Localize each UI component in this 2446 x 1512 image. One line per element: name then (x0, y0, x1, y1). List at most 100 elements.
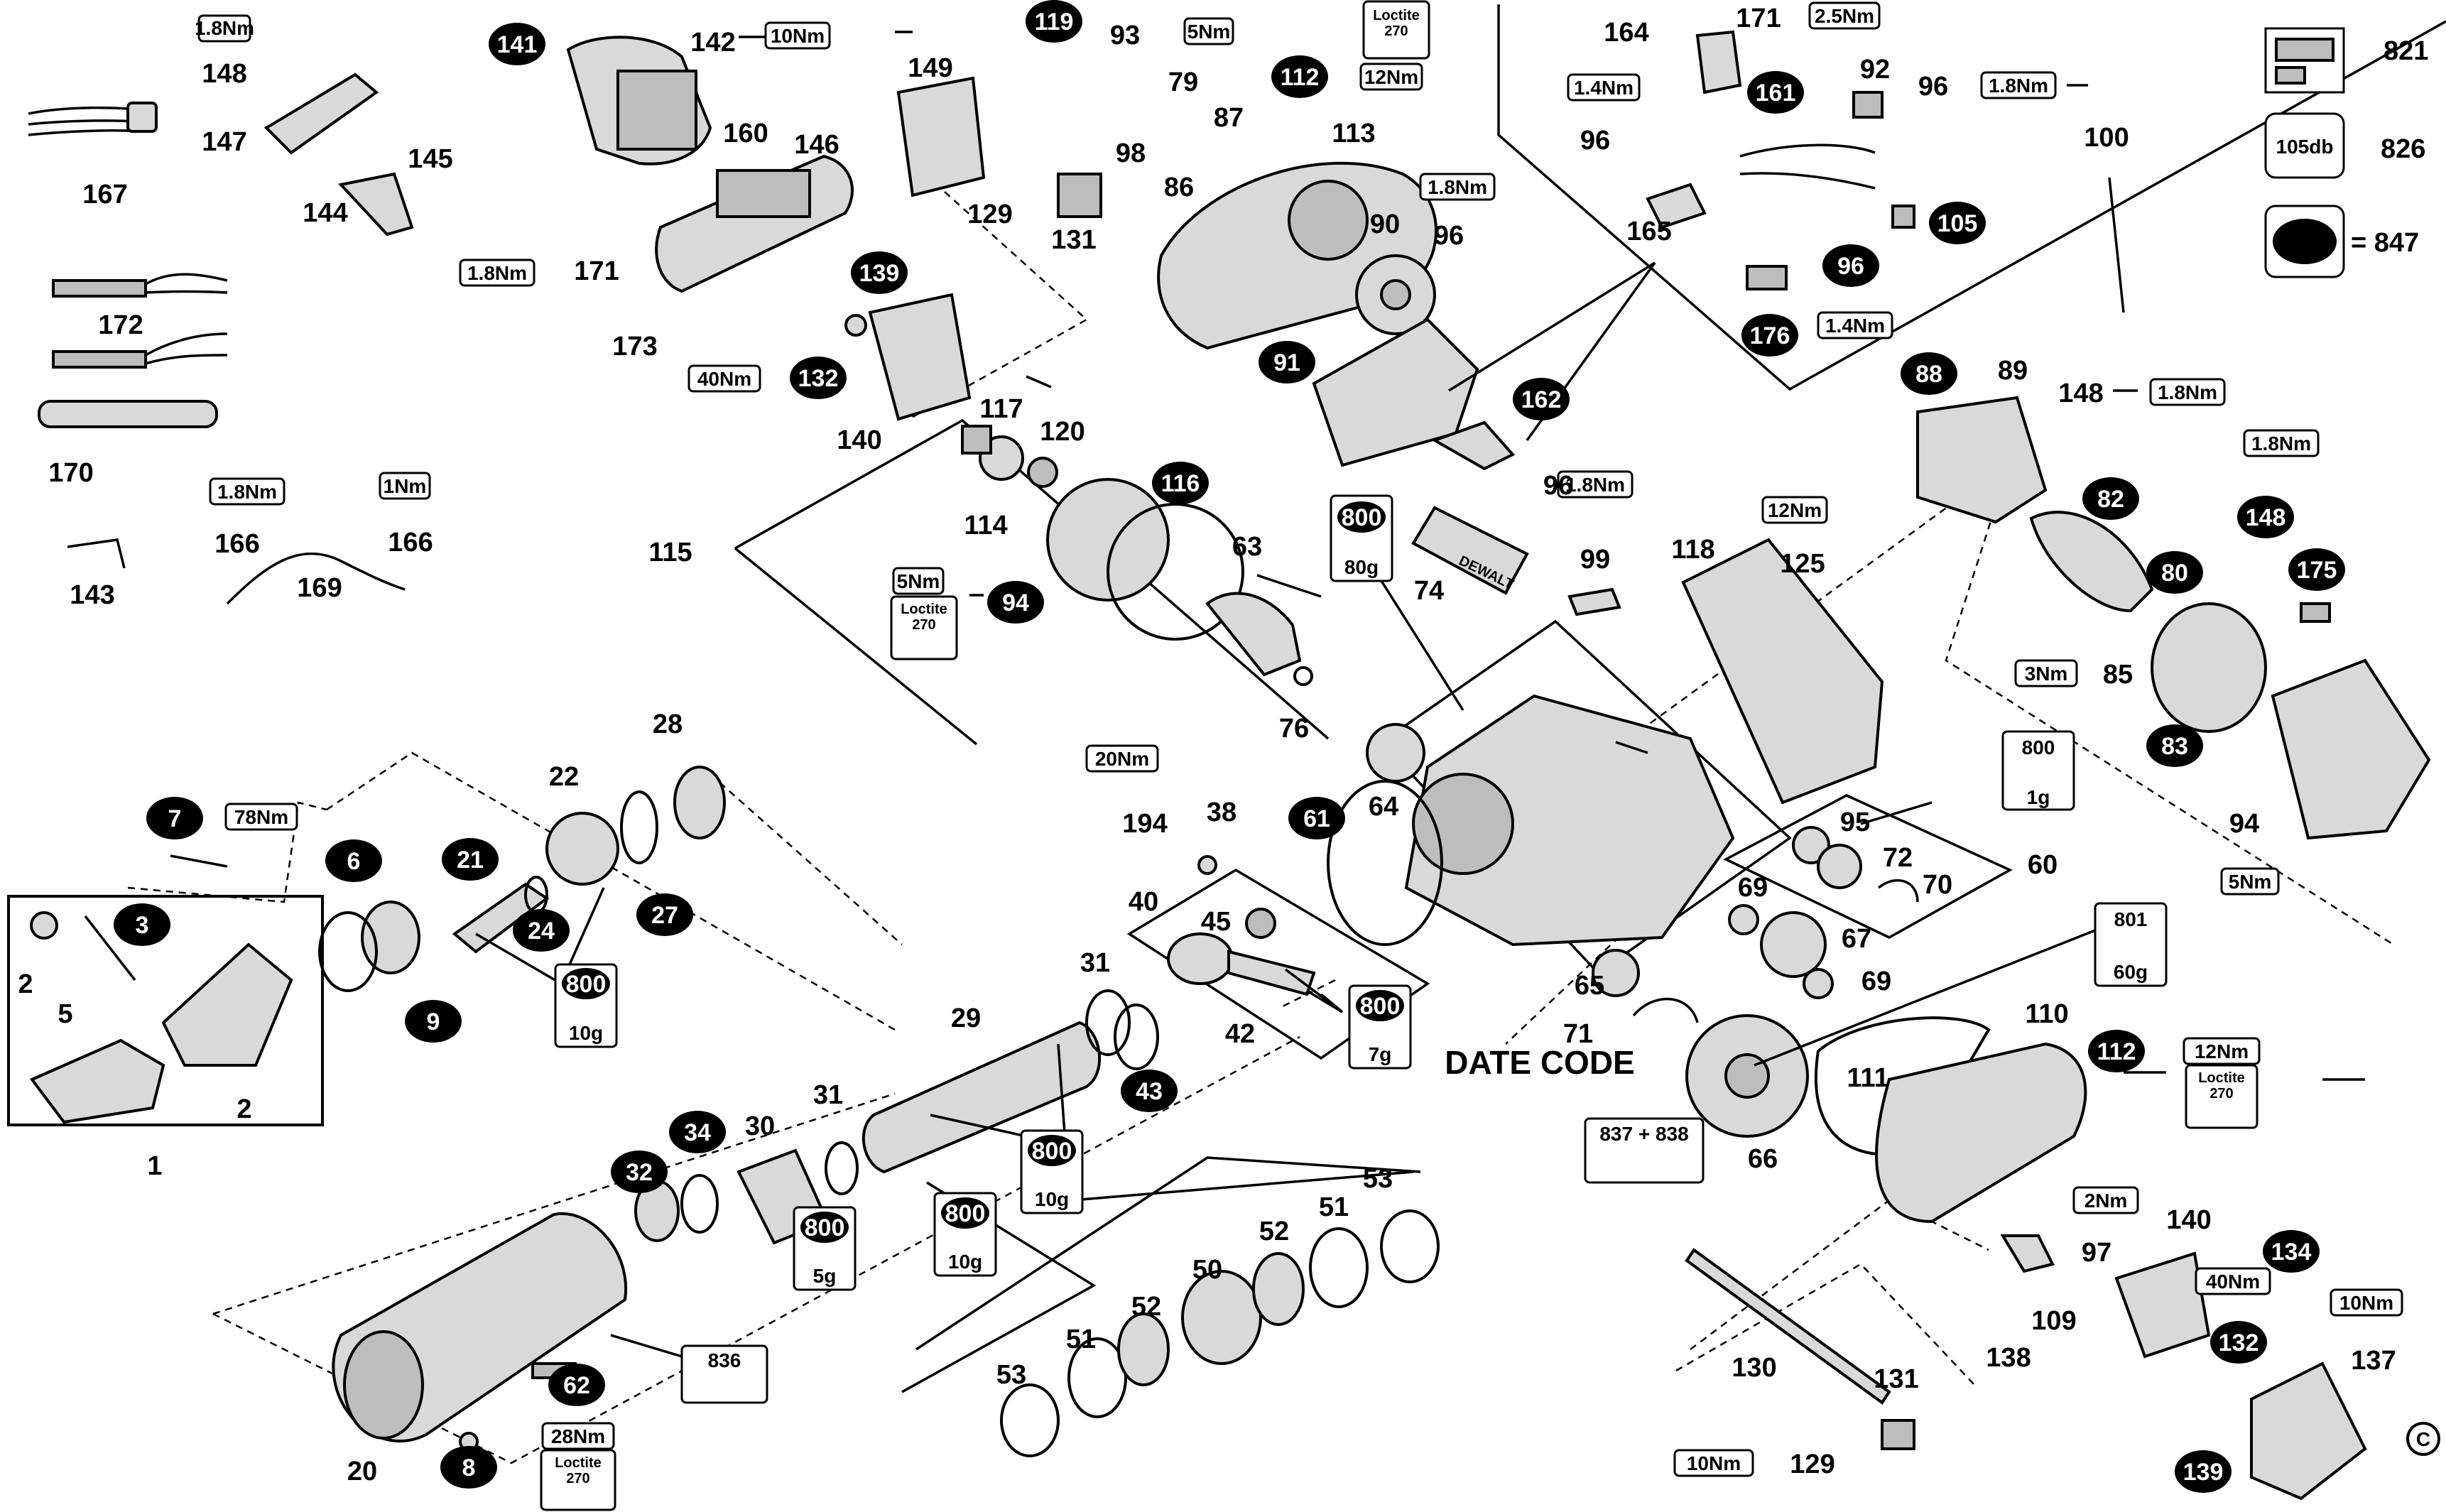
part-105-part (1891, 205, 1915, 229)
part-50 (1181, 1270, 1262, 1365)
torque-166-a: 1.8Nm (217, 481, 277, 503)
part-138 (2000, 1234, 2055, 1273)
part-118-frame (1681, 538, 1884, 805)
num-145: 145 (408, 144, 452, 174)
part-100-pin (2108, 177, 2125, 313)
part-140-cover (868, 293, 972, 421)
part-53-b (1380, 1209, 1440, 1283)
num-132-a: 132 (798, 365, 839, 392)
num-2-b: 2 (237, 1094, 251, 1124)
gearbox-dash-top (1619, 460, 2011, 747)
num-141: 141 (497, 31, 538, 58)
part-172-cables (52, 273, 228, 369)
torque-112: 12Nm (1364, 66, 1418, 88)
num-40: 40 (1129, 887, 1158, 917)
num-92: 92 (1860, 55, 1890, 85)
assembly-1-box (7, 895, 324, 1126)
part-3-bolt (84, 915, 136, 981)
num-138: 138 (1986, 1343, 2031, 1373)
num-164: 164 (1604, 18, 1648, 48)
part-169-cable (226, 553, 406, 605)
num-61: 61 (1303, 805, 1330, 832)
legend-847: = 847 (2351, 228, 2419, 258)
part-95 (1792, 826, 1830, 864)
num-140-b: 140 (2166, 1205, 2211, 1235)
part-140-lower (2114, 1251, 2211, 1359)
grease-800-c: 800 (1360, 993, 1401, 1020)
torque-125: 12Nm (1768, 499, 1822, 521)
part-gear-cover-hub (1288, 180, 1369, 261)
part-72 (1817, 844, 1862, 889)
grease-800-a: 800 (1342, 504, 1382, 531)
num-115: 115 (648, 538, 692, 567)
loctite-label-4: Loctite (555, 1455, 602, 1471)
part-67-gear (1760, 911, 1827, 978)
num-72: 72 (1883, 843, 1913, 873)
num-52-a: 52 (1131, 1292, 1161, 1322)
piston-group-box (1126, 868, 1430, 1060)
num-172: 172 (98, 310, 143, 340)
part-130-shaft (1685, 1248, 1891, 1405)
num-96-b: 96 (1918, 72, 1948, 102)
grease-5g: 5g (813, 1265, 837, 1287)
grease-1g: 1g (2027, 786, 2050, 808)
num-9: 9 (427, 1008, 440, 1035)
num-116: 116 (1161, 470, 1200, 497)
num-169: 169 (297, 573, 342, 603)
part-51-b (1309, 1227, 1369, 1308)
part-131-b (1881, 1419, 1915, 1450)
part-52-b (1252, 1252, 1305, 1326)
num-87: 87 (1214, 103, 1244, 133)
legend-826-icon (2264, 112, 2345, 179)
part-116-oring (1107, 503, 1244, 641)
part-2-washer (30, 911, 58, 940)
num-27: 27 (651, 902, 678, 929)
num-86: 86 (1164, 173, 1194, 202)
num-8: 8 (462, 1454, 476, 1481)
part-110-cover (1875, 1042, 2087, 1224)
num-112-a: 112 (1281, 64, 1320, 91)
num-114: 114 (964, 511, 1007, 540)
torque-132-top: 40Nm (697, 368, 751, 390)
num-129-b: 129 (1790, 1450, 1835, 1479)
num-82: 82 (2097, 486, 2124, 513)
grease-callouts: 800 80g 800 10g 800 7g 800 10g 800 10g 8… (554, 494, 2168, 1404)
num-139-a: 139 (859, 260, 900, 287)
part-31-oring-a (1085, 989, 1131, 1056)
num-21: 21 (457, 847, 484, 874)
torque-97: 2Nm (2084, 1190, 2128, 1212)
num-53-b: 53 (1363, 1164, 1393, 1194)
gear-dash (1690, 1199, 1989, 1350)
torque-96-b: 1.8Nm (1989, 75, 2048, 97)
num-60: 60 (2028, 850, 2058, 880)
num-7: 7 (168, 805, 182, 832)
num-63: 63 (1232, 532, 1262, 562)
num-30: 30 (745, 1111, 775, 1141)
num-194: 194 (1122, 809, 1167, 839)
torque-171-left: 1.8Nm (467, 262, 527, 284)
num-6: 6 (347, 848, 361, 875)
grease-10g-a: 10g (569, 1022, 603, 1044)
part-161-harness-1 (1739, 143, 1876, 158)
loctite-270-2: 270 (912, 617, 935, 633)
lower-right-dash (1675, 1263, 1975, 1386)
torque-166-b: 1Nm (384, 475, 427, 497)
num-119: 119 (1035, 9, 1074, 36)
num-31-a: 31 (1080, 948, 1110, 978)
num-166-b: 166 (388, 528, 433, 558)
num-100: 100 (2084, 123, 2129, 153)
part-65-bearing (1592, 949, 1640, 997)
cylinder-dash (710, 773, 903, 945)
num-95: 95 (1840, 807, 1870, 837)
torque-132-b: 40Nm (2206, 1271, 2260, 1293)
part-92 (1852, 91, 1884, 119)
num-97: 97 (2082, 1238, 2111, 1268)
num-96-d: 96 (1580, 126, 1610, 156)
num-175: 175 (2297, 557, 2337, 584)
num-62: 62 (563, 1372, 590, 1399)
torque-129-b: 10Nm (1687, 1452, 1741, 1474)
num-144: 144 (303, 198, 347, 228)
torque-148-top: 1.8Nm (195, 17, 254, 39)
num-171-b: 171 (574, 256, 619, 286)
num-34: 34 (684, 1119, 711, 1146)
